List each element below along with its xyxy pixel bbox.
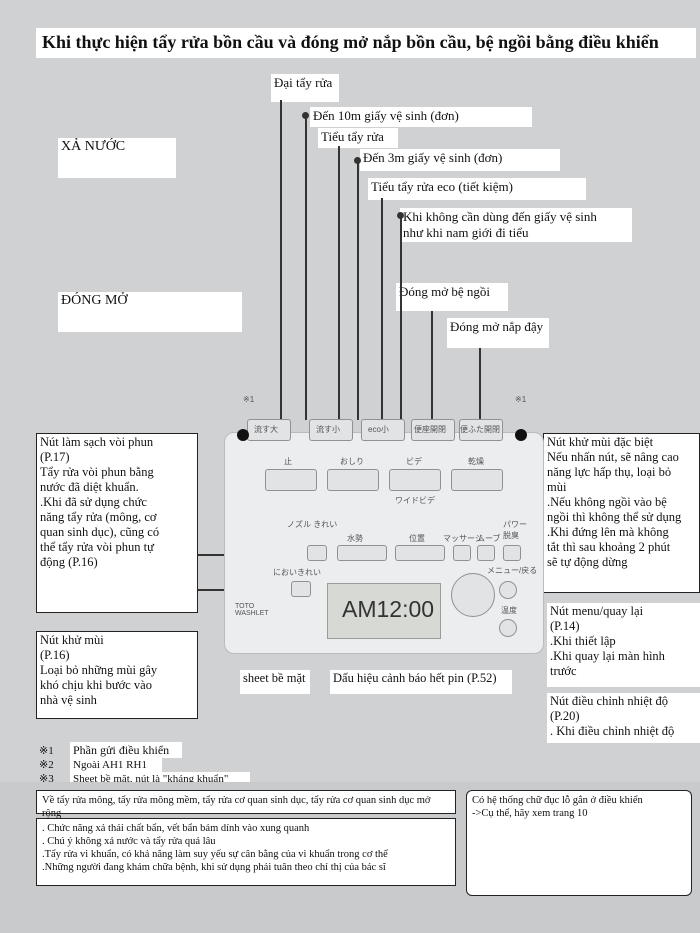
- nozzle-clean-button[interactable]: [307, 545, 327, 561]
- brand-logo: TOTO WASHLET: [235, 603, 269, 617]
- water-pressure-buttons[interactable]: [337, 545, 387, 561]
- line-lid: [479, 348, 481, 420]
- note-nozzle-cleaning: Nút làm sạch vòi phun (P.17) Tẩy rửa vòi…: [36, 433, 198, 613]
- dot-eco-flush: [397, 212, 404, 219]
- deodorize-button[interactable]: [291, 581, 311, 597]
- line-small-flush-desc: [357, 163, 359, 420]
- label-big-flush-desc: Đến 10m giấy vệ sinh (đơn): [310, 107, 532, 127]
- dot-small-flush: [354, 157, 361, 164]
- note-about-wash: Về tẩy rửa mông, tẩy rửa mông mềm, tẩy r…: [36, 790, 456, 819]
- line-seat: [431, 311, 433, 420]
- line-eco-flush-desc: [400, 218, 402, 420]
- line-big-flush: [280, 100, 282, 420]
- label-lid-open-close: Đóng mở nắp đậy: [447, 318, 549, 348]
- menu-label: メニュー/戻る: [487, 566, 538, 575]
- note-cautions: . Chức năng xả thải chất bẩn, vết bẩn bá…: [36, 818, 456, 886]
- section-open-close: ĐÓNG MỞ: [58, 292, 242, 332]
- footnote-mark: ※2: [39, 759, 54, 771]
- label-seat-open-close: Đóng mở bệ ngồi: [396, 283, 508, 311]
- label-battery-warning: Dấu hiệu cảnh báo hết pin (P.52): [330, 670, 512, 694]
- note-menu-back: Nút menu/quay lại (P.14) .Khi thiết lập …: [547, 603, 700, 687]
- note-braille: Có hệ thống chữ đục lỗ gắn ở điều khiển …: [466, 790, 692, 896]
- temperature-button[interactable]: [499, 619, 517, 637]
- clock-readout: AM12:00: [342, 596, 435, 622]
- footnote-text: Phần gửi điều khiển: [70, 742, 182, 759]
- transmitter-left: [237, 429, 249, 441]
- rear-wash-button[interactable]: おしり: [327, 457, 379, 491]
- note-deodorize: Nút khử mùi (P.16) Loại bỏ những mùi gây…: [36, 631, 198, 719]
- stop-button[interactable]: 止: [265, 457, 317, 491]
- line-eco-flush: [381, 198, 383, 420]
- page-title: Khi thực hiện tẩy rửa bồn cầu và đóng mở…: [36, 28, 696, 58]
- nozzle-clean-label: ノズル きれい: [287, 520, 338, 529]
- label-small-flush-desc: Đến 3m giấy vệ sinh (đơn): [360, 149, 560, 171]
- flush-big-button[interactable]: 流す大: [247, 419, 291, 441]
- remote-control: 流す大 流す小 eco小 便座開閉 便ふた開閉 ※1 ※1 止 おしり ビデ 乾…: [224, 395, 544, 654]
- dot-big-flush: [302, 112, 309, 119]
- line-small-flush: [338, 146, 340, 420]
- seat-open-close-button[interactable]: 便座開閉: [411, 419, 455, 441]
- label-eco-flush: Tiểu tẩy rửa eco (tiết kiệm): [368, 178, 586, 200]
- note-temperature: Nút điều chỉnh nhiệt độ (P.20) . Khi điề…: [547, 693, 700, 743]
- label-eco-flush-desc: Khi không cần dùng đến giấy vệ sinh như …: [400, 208, 632, 242]
- section-flush: XẢ NƯỚC: [58, 138, 176, 178]
- footnote-text: Ngoài AH1 RH1: [70, 758, 162, 774]
- lcd-display: AM12:00: [327, 583, 441, 639]
- menu-back-button[interactable]: [499, 581, 517, 599]
- massage-button[interactable]: [453, 545, 471, 561]
- flush-small-button[interactable]: 流す小: [309, 419, 353, 441]
- transmitter-right: [515, 429, 527, 441]
- temp-label: 温度: [501, 606, 517, 615]
- deodorize-label: においきれい: [273, 568, 321, 577]
- direction-pad[interactable]: [451, 573, 495, 617]
- footnote-mark: ※1: [39, 745, 54, 757]
- move-button[interactable]: [477, 545, 495, 561]
- remote-footnote-left: ※1: [243, 395, 255, 404]
- bottom-notes-panel: Về tẩy rửa mông, tẩy rửa mông mềm, tẩy r…: [0, 782, 700, 933]
- wide-bidet-label: ワイドビデ: [395, 496, 435, 505]
- bidet-button[interactable]: ビデ: [389, 457, 441, 491]
- position-buttons[interactable]: [395, 545, 445, 561]
- remote-footnote-right: ※1: [515, 395, 527, 404]
- label-small-flush: Tiểu tẩy rửa: [318, 128, 398, 148]
- note-special-deodorize: Nút khử mùi đặc biệt Nếu nhấn nút, sẽ nâ…: [543, 433, 700, 593]
- label-surface-sheet: sheet bề mặt: [240, 670, 310, 694]
- dry-button[interactable]: 乾燥: [451, 457, 503, 491]
- line-big-flush-desc: [305, 118, 307, 420]
- eco-flush-button[interactable]: eco小: [361, 419, 405, 441]
- lid-open-close-button[interactable]: 便ふた開閉: [459, 419, 503, 441]
- label-big-flush: Đại tẩy rửa: [271, 74, 339, 102]
- power-deodorize-button[interactable]: [503, 545, 521, 561]
